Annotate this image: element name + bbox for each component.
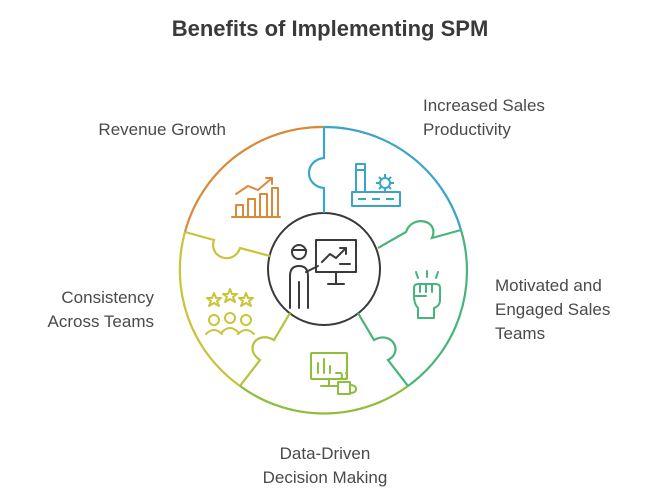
monitor-chart-coffee-icon bbox=[310, 352, 357, 395]
divider-bottom-left bbox=[239, 312, 291, 387]
label-motivated-engaged-teams-line-3: Teams bbox=[495, 324, 546, 343]
label-consistency-across-teams-line-2: Across Teams bbox=[47, 312, 154, 331]
ring-arc-revenue-growth bbox=[183, 125, 325, 233]
ring-arc-consistency-across-teams bbox=[178, 231, 241, 387]
label-consistency-across-teams: Consistency Across Teams bbox=[48, 286, 154, 334]
factory-gear-icon bbox=[351, 163, 401, 207]
label-motivated-engaged-teams: Motivated and Engaged Sales Teams bbox=[495, 274, 610, 346]
divider-top bbox=[308, 127, 326, 213]
label-motivated-engaged-teams-line-2: Engaged Sales bbox=[495, 300, 611, 319]
ring-arc-data-driven-decisions bbox=[239, 385, 409, 415]
label-increased-sales-productivity-line-2: Productivity bbox=[423, 120, 511, 139]
stars-people-icon bbox=[205, 288, 255, 335]
bar-chart-rising-icon bbox=[231, 177, 281, 218]
divider-right bbox=[377, 220, 462, 249]
ring-arc-increased-sales-productivity bbox=[323, 125, 463, 231]
label-increased-sales-productivity-line-1: Increased Sales bbox=[423, 96, 545, 115]
label-data-driven-decisions-line-2: Decision Making bbox=[262, 468, 388, 487]
presenter-whiteboard-icon bbox=[289, 239, 357, 309]
label-data-driven-decisions-line-1: Data-Driven bbox=[279, 444, 371, 463]
diagram-title: Benefits of Implementing SPM bbox=[171, 16, 489, 41]
label-consistency-across-teams-line-1: Consistency bbox=[61, 288, 154, 307]
divider-left bbox=[184, 230, 271, 260]
label-revenue-growth-line-1: Revenue Growth bbox=[98, 120, 226, 139]
center-circle bbox=[267, 212, 381, 326]
divider-bottom-right bbox=[357, 312, 409, 387]
label-revenue-growth: Revenue Growth bbox=[98, 118, 226, 142]
label-data-driven-decisions: Data-Driven Decision Making bbox=[220, 442, 430, 490]
raised-fist-icon bbox=[413, 270, 441, 319]
label-increased-sales-productivity: Increased Sales Productivity bbox=[423, 94, 545, 142]
label-motivated-engaged-teams-line-1: Motivated and bbox=[495, 276, 602, 295]
ring-arc-motivated-engaged-teams bbox=[407, 229, 469, 387]
